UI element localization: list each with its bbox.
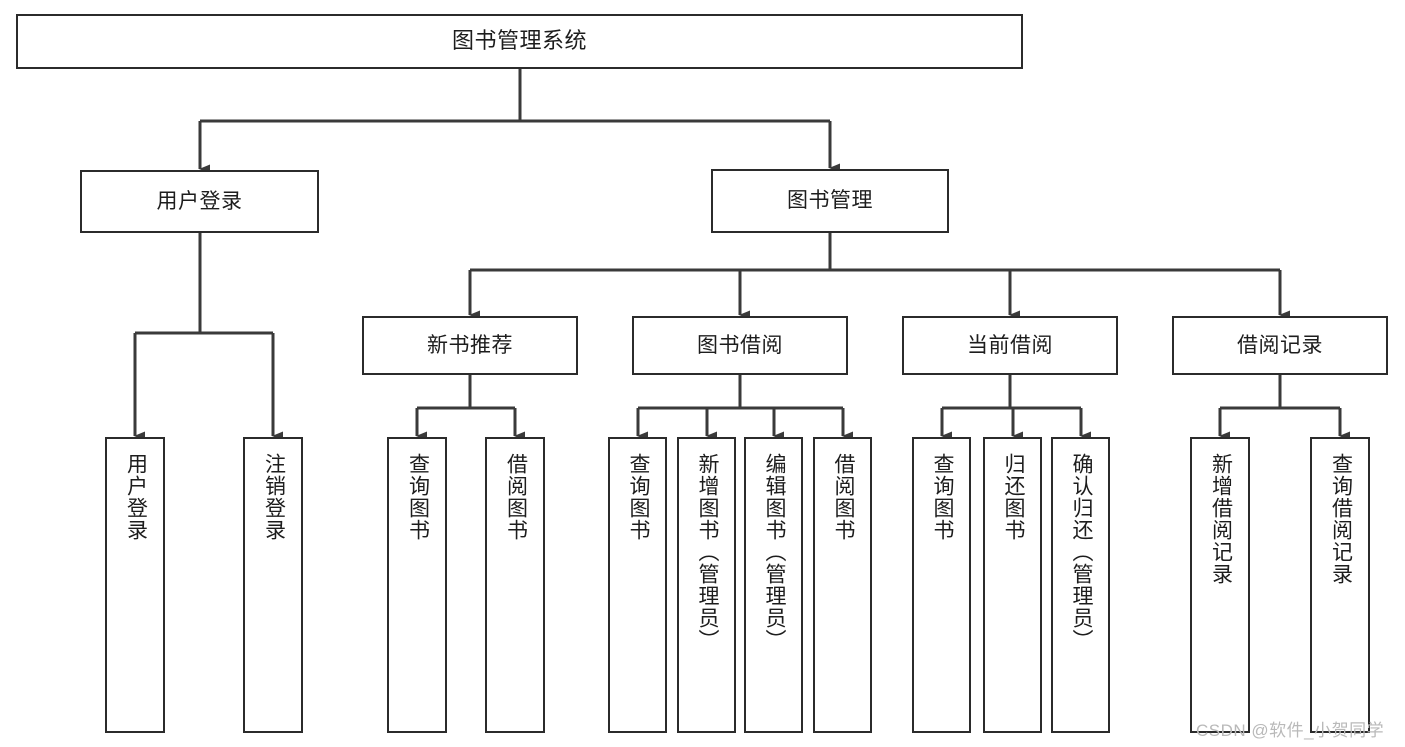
node-label-borrow-record: 借阅记录 [1237,333,1323,357]
node-leaf-query-book-2: 查询图书 [608,437,667,733]
node-label-leaf-add-book: 新增图书（管理员） [695,453,719,651]
node-leaf-borrow-book-2: 借阅图书 [813,437,872,733]
node-label-leaf-add-record: 新增借阅记录 [1209,453,1233,585]
node-label-leaf-user-login: 用户登录 [124,453,148,541]
node-label-new-book-recommend: 新书推荐 [427,333,513,357]
node-leaf-logout: 注销登录 [243,437,303,733]
node-leaf-borrow-book-1: 借阅图书 [485,437,545,733]
node-borrow-record: 借阅记录 [1172,316,1388,375]
node-leaf-user-login: 用户登录 [105,437,165,733]
node-root: 图书管理系统 [16,14,1023,69]
node-leaf-query-book-3: 查询图书 [912,437,971,733]
node-label-book-manage: 图书管理 [787,189,873,213]
node-label-leaf-edit-book: 编辑图书（管理员） [762,453,786,651]
node-label-leaf-query-book-3: 查询图书 [930,453,954,541]
node-leaf-add-record: 新增借阅记录 [1190,437,1250,733]
node-leaf-edit-book: 编辑图书（管理员） [744,437,803,733]
node-label-leaf-logout: 注销登录 [262,453,286,541]
node-label-leaf-query-book-2: 查询图书 [626,453,650,541]
node-leaf-add-book: 新增图书（管理员） [677,437,736,733]
csdn-watermark: CSDN @软件_小贺同学 [1196,721,1385,740]
node-new-book-recommend: 新书推荐 [362,316,578,375]
node-label-user-login: 用户登录 [156,189,243,213]
node-book-manage: 图书管理 [711,169,949,233]
node-label-leaf-query-book-1: 查询图书 [406,453,430,541]
node-leaf-query-record: 查询借阅记录 [1310,437,1370,733]
node-label-leaf-borrow-book-2: 借阅图书 [831,453,855,541]
node-book-borrow: 图书借阅 [632,316,848,375]
node-label-leaf-confirm-return: 确认归还（管理员） [1069,453,1093,651]
node-label-leaf-borrow-book-1: 借阅图书 [504,453,528,541]
node-leaf-confirm-return: 确认归还（管理员） [1051,437,1110,733]
node-label-book-borrow: 图书借阅 [697,333,783,357]
node-leaf-return-book: 归还图书 [983,437,1042,733]
node-label-current-borrow: 当前借阅 [967,333,1053,357]
node-label-root: 图书管理系统 [451,28,587,54]
node-label-leaf-return-book: 归还图书 [1001,453,1025,541]
node-current-borrow: 当前借阅 [902,316,1118,375]
node-leaf-query-book-1: 查询图书 [387,437,447,733]
node-label-leaf-query-record: 查询借阅记录 [1329,453,1353,585]
node-user-login: 用户登录 [80,170,319,233]
